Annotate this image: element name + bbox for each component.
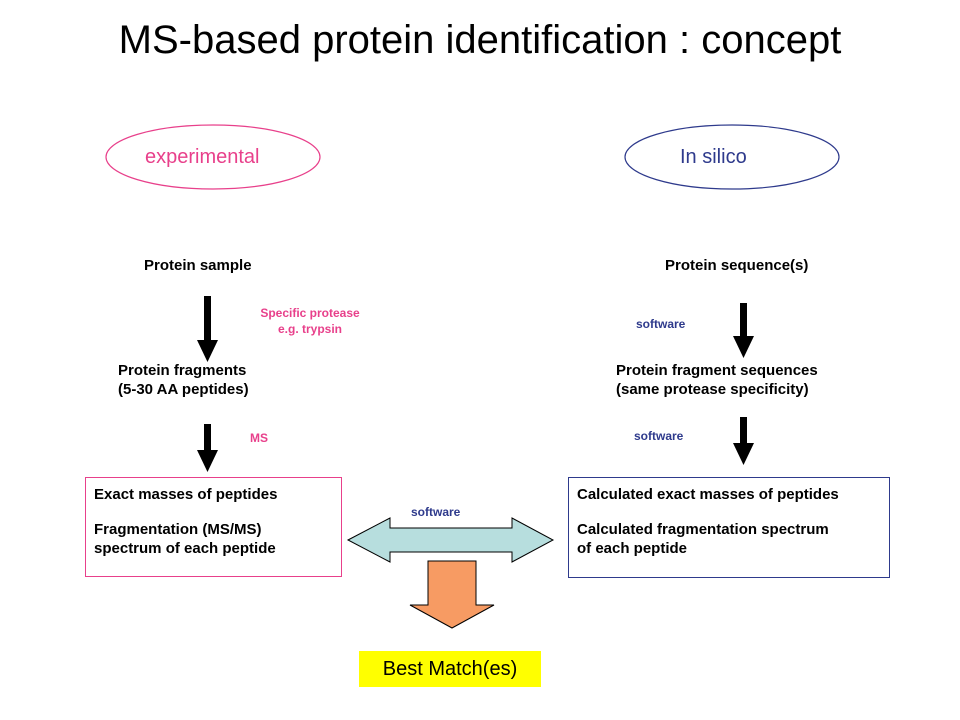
- in-silico-ellipse: [624, 124, 840, 190]
- software-arrow-2: [733, 417, 754, 465]
- protease-arrow: [197, 296, 218, 362]
- fragment-sequences-line-2: (same protease specificity): [616, 381, 809, 398]
- protein-fragment-sequences-label: Protein fragment sequences (same proteas…: [616, 361, 818, 399]
- software-arrow-1: [733, 303, 754, 358]
- in-silico-label: In silico: [680, 146, 747, 168]
- compare-double-arrow: [346, 517, 555, 563]
- protease-line-2: e.g. trypsin: [277, 322, 342, 336]
- in-silico-results-box: Calculated exact masses of peptides Calc…: [568, 477, 890, 578]
- protein-fragments-line-2: (5-30 AA peptides): [118, 381, 249, 398]
- protein-fragments-label: Protein fragments (5-30 AA peptides): [118, 361, 249, 399]
- page-title: MS-based protein identification : concep…: [118, 18, 842, 62]
- software-label-2: software: [634, 429, 684, 443]
- result-down-arrow: [409, 560, 495, 629]
- each-peptide-text: of each peptide: [577, 540, 688, 557]
- exact-masses-text: Exact masses of peptides: [94, 486, 278, 503]
- calculated-masses-text: Calculated exact masses of peptides: [577, 486, 839, 503]
- compare-software-label: software: [411, 505, 461, 519]
- protein-fragments-line-1: Protein fragments: [118, 362, 247, 379]
- ms-label: MS: [250, 431, 268, 445]
- experimental-label: experimental: [145, 146, 260, 168]
- spectrum-text: spectrum of each peptide: [94, 540, 276, 557]
- ms-arrow: [197, 424, 218, 472]
- software-label-1: software: [636, 317, 686, 331]
- experimental-ellipse: [105, 124, 321, 190]
- experimental-results-box: Exact masses of peptides Fragmentation (…: [85, 477, 342, 577]
- protein-sequence-label: Protein sequence(s): [665, 257, 809, 274]
- fragment-sequences-line-1: Protein fragment sequences: [616, 362, 818, 379]
- protease-note: Specific protease e.g. trypsin: [230, 305, 390, 337]
- protease-line-1: Specific protease: [260, 306, 360, 320]
- fragmentation-text: Fragmentation (MS/MS): [94, 521, 262, 538]
- calculated-spectrum-text: Calculated fragmentation spectrum: [577, 521, 829, 538]
- protein-sample-label: Protein sample: [144, 257, 252, 274]
- best-match-box: Best Match(es): [359, 651, 541, 687]
